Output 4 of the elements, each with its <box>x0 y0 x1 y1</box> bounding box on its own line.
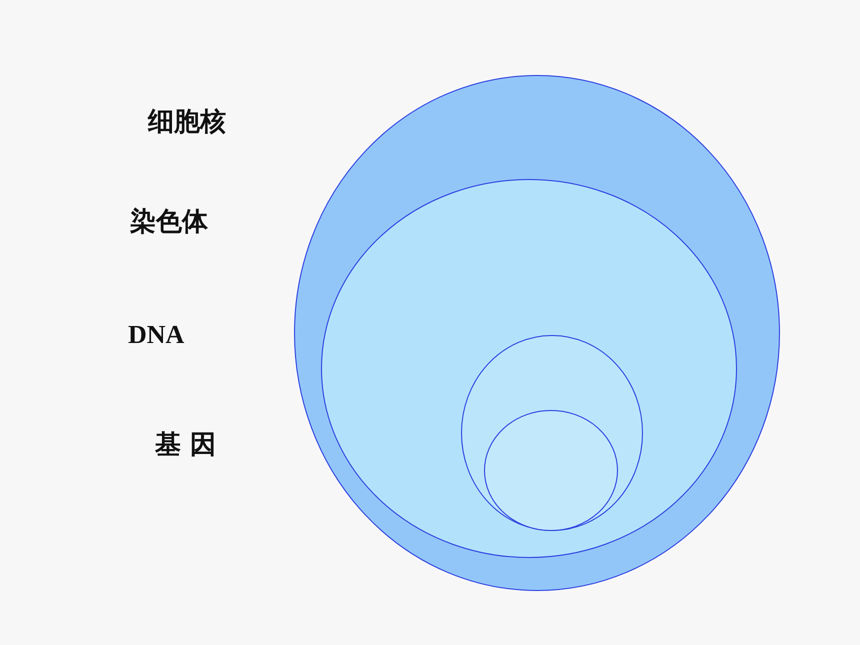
level-label: 基 因 <box>155 429 216 461</box>
level-label: 染色体 <box>130 206 208 238</box>
level-label: 细胞核 <box>148 106 226 138</box>
level-label: DNA <box>128 319 184 351</box>
